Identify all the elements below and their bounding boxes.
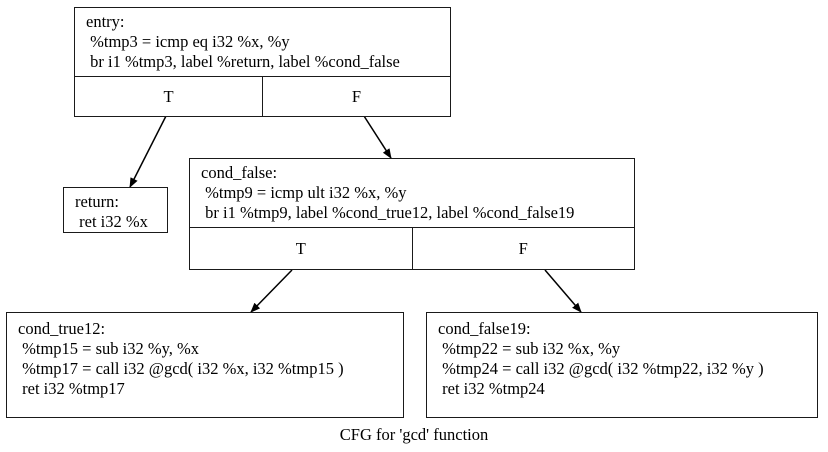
node-cond-true12-line-3: ret i32 %tmp17 <box>18 379 125 398</box>
node-return-line-1: ret i32 %x <box>75 212 148 231</box>
node-cond-false19[interactable]: cond_false19: %tmp22 = sub i32 %x, %y %t… <box>426 312 818 418</box>
edge-entry-T-to-return <box>129 115 167 188</box>
node-entry[interactable]: entry: %tmp3 = icmp eq i32 %x, %y br i1 … <box>74 7 451 117</box>
node-cond-true12-line-1: %tmp15 = sub i32 %y, %x <box>18 339 200 358</box>
node-cond-false-ports: T F <box>190 227 634 269</box>
node-cond-true12-line-2: %tmp17 = call i32 @gcd( i32 %x, i32 %tmp… <box>18 359 344 378</box>
node-cond-false19-line-1: %tmp22 = sub i32 %x, %y <box>438 339 621 358</box>
node-entry-line-2: br i1 %tmp3, label %return, label %cond_… <box>86 52 400 71</box>
node-cond-false[interactable]: cond_false: %tmp9 = icmp ult i32 %x, %y … <box>189 158 635 270</box>
node-cond-false19-line-0: cond_false19: <box>438 319 531 338</box>
node-entry-line-0: entry: <box>86 12 125 31</box>
node-cond-false-line-1: %tmp9 = icmp ult i32 %x, %y <box>201 183 407 202</box>
node-cond-false-line-0: cond_false: <box>201 163 278 182</box>
node-return[interactable]: return: ret i32 %x <box>63 187 168 233</box>
edge-cond-false-F-to-cond-false19 <box>544 269 582 313</box>
edge-cond-false-T-to-cond-true12 <box>250 269 293 313</box>
node-cond-false-body: cond_false: %tmp9 = icmp ult i32 %x, %y … <box>190 159 634 227</box>
node-cond-false19-line-2: %tmp24 = call i32 @gcd( i32 %tmp22, i32 … <box>438 359 764 378</box>
node-entry-body: entry: %tmp3 = icmp eq i32 %x, %y br i1 … <box>75 8 450 76</box>
node-cond-true12-body: cond_true12: %tmp15 = sub i32 %y, %x %tm… <box>7 313 403 403</box>
node-entry-port-true[interactable]: T <box>163 86 174 106</box>
edge-entry-F-to-cond-false <box>363 115 392 159</box>
node-return-line-0: return: <box>75 192 119 211</box>
node-cond-true12[interactable]: cond_true12: %tmp15 = sub i32 %y, %x %tm… <box>6 312 404 418</box>
node-cond-false-line-2: br i1 %tmp9, label %cond_true12, label %… <box>201 203 575 222</box>
node-cond-false19-body: cond_false19: %tmp22 = sub i32 %x, %y %t… <box>427 313 817 403</box>
node-cond-true12-line-0: cond_true12: <box>18 319 106 338</box>
node-entry-line-1: %tmp3 = icmp eq i32 %x, %y <box>86 32 290 51</box>
diagram-caption: CFG for 'gcd' function <box>339 425 489 444</box>
node-cond-false-port-true[interactable]: T <box>295 238 306 258</box>
node-cond-false-port-false[interactable]: F <box>411 228 635 269</box>
node-entry-port-false[interactable]: F <box>262 77 450 116</box>
node-return-body: return: ret i32 %x <box>64 188 167 236</box>
node-cond-false19-line-3: ret i32 %tmp24 <box>438 379 545 398</box>
node-entry-ports: T F <box>75 76 450 116</box>
